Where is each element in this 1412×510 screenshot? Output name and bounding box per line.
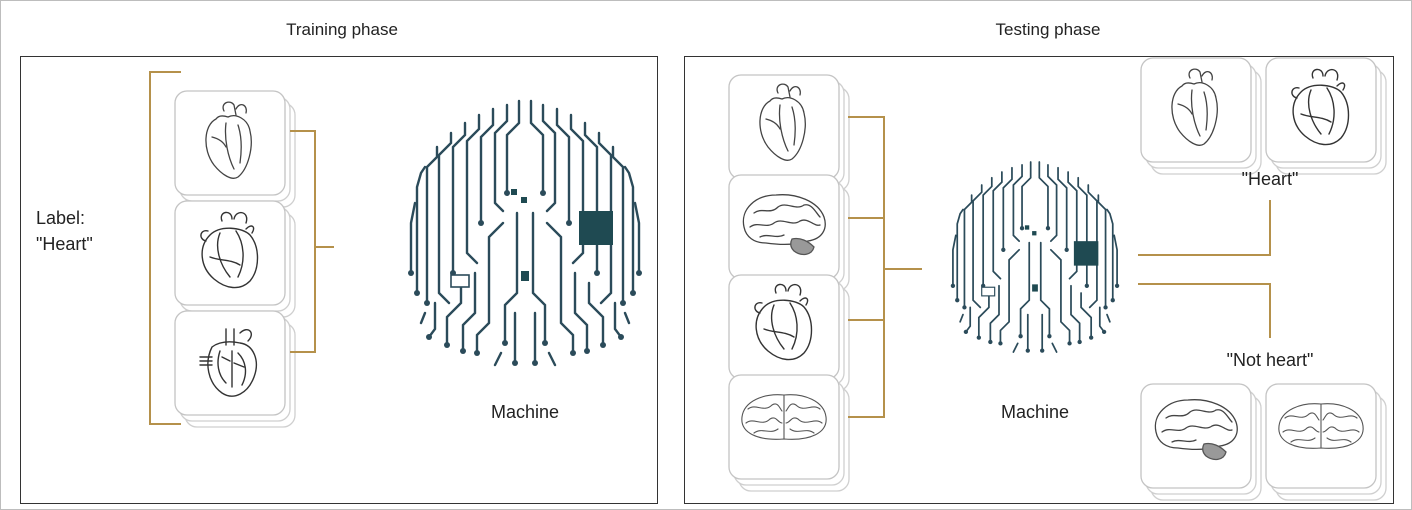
testing-input-3 (728, 274, 850, 392)
testing-input-4 (728, 374, 850, 492)
output-connector-not-heart (1138, 283, 1271, 338)
training-panel (20, 56, 658, 504)
training-input-1 (174, 90, 296, 208)
label-bracket (149, 71, 181, 425)
label-prefix: Label: (36, 208, 86, 228)
training-phase-title: Training phase (286, 20, 398, 39)
output-heart-label: "Heart" (1241, 169, 1299, 189)
label-value: "Heart" (36, 234, 93, 254)
testing-input-1 (728, 74, 850, 192)
training-machine-circuit-brain (406, 99, 644, 368)
output-not-heart-1 (1140, 383, 1262, 501)
output-not-heart-2 (1265, 383, 1387, 501)
testing-phase-title: Testing phase (995, 20, 1101, 39)
training-connector (290, 130, 334, 353)
training-input-3 (174, 310, 296, 428)
output-not-heart-label: "Not heart" (1226, 350, 1314, 370)
output-connector-heart (1138, 200, 1271, 256)
testing-panel (684, 56, 1394, 504)
testing-machine-label: Machine (1000, 402, 1070, 422)
output-heart-1 (1140, 57, 1262, 175)
testing-input-2 (728, 174, 850, 292)
testing-connector (848, 116, 922, 418)
training-input-2 (174, 200, 296, 318)
output-heart-2 (1265, 57, 1387, 175)
testing-machine-circuit-brain (949, 161, 1121, 354)
training-machine-label: Machine (490, 402, 560, 422)
